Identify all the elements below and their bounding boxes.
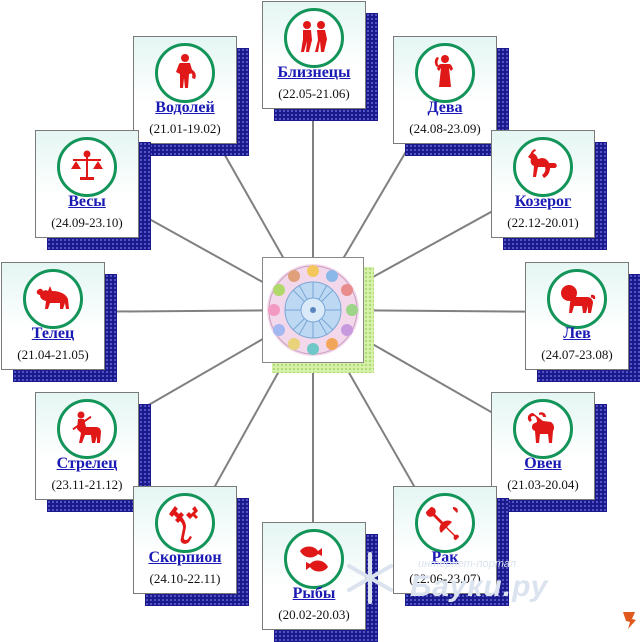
snowflake-icon <box>347 552 393 604</box>
card-face: Козерог (22.12-20.01) <box>491 130 595 238</box>
center-card-face <box>262 257 364 363</box>
sign-card-scorpio: Скорпион (24.10-22.11) <box>133 486 249 606</box>
zodiac-wheel-icon <box>267 264 359 356</box>
sign-dates-aquarius: (21.01-19.02) <box>149 121 221 136</box>
sign-card-sagittarius: Стрелец (23.11-21.12) <box>35 392 151 512</box>
sign-dates-leo: (24.07-23.08) <box>541 347 613 362</box>
sign-card-capricorn: Козерог (22.12-20.01) <box>491 130 607 250</box>
sign-dates-scorpio: (24.10-22.11) <box>149 571 221 586</box>
taurus-icon <box>23 269 83 329</box>
sign-dates-aries: (21.03-20.04) <box>507 477 579 492</box>
sign-dates-cancer: (22.06-23.07) <box>409 571 481 586</box>
sign-link-capricorn[interactable]: Козерог <box>514 193 572 210</box>
libra-icon <box>57 137 117 197</box>
aquarius-icon <box>155 43 215 103</box>
sign-link-virgo[interactable]: Дева <box>427 99 463 116</box>
sign-link-leo[interactable]: Лев <box>563 325 591 342</box>
card-face: Лев (24.07-23.08) <box>525 262 629 370</box>
sign-card-taurus: Телец (21.04-21.05) <box>1 262 117 382</box>
sign-dates-sagittarius: (23.11-21.12) <box>51 477 123 492</box>
card-face: Дева (24.08-23.09) <box>393 36 497 144</box>
sign-link-libra[interactable]: Весы <box>68 193 106 210</box>
card-face: Стрелец (23.11-21.12) <box>35 392 139 500</box>
sign-dates-capricorn: (22.12-20.01) <box>507 215 579 230</box>
sign-card-libra: Весы (24.09-23.10) <box>35 130 151 250</box>
sign-link-pisces[interactable]: Рыбы <box>292 585 336 602</box>
card-face: Близнецы (22.05-21.06) <box>262 1 366 109</box>
sign-card-aquarius: Водолей (21.01-19.02) <box>133 36 249 156</box>
sign-link-taurus[interactable]: Телец <box>31 325 75 342</box>
sign-link-gemini[interactable]: Близнецы <box>277 64 351 81</box>
card-face: Весы (24.09-23.10) <box>35 130 139 238</box>
gemini-icon <box>284 8 344 68</box>
leo-icon <box>547 269 607 329</box>
sign-card-cancer: Рак (22.06-23.07) <box>393 486 509 606</box>
sign-dates-virgo: (24.08-23.09) <box>409 121 481 136</box>
sign-link-sagittarius[interactable]: Стрелец <box>56 455 118 472</box>
sign-link-scorpio[interactable]: Скорпион <box>148 549 222 566</box>
card-face: Овен (21.03-20.04) <box>491 392 595 500</box>
card-face: Телец (21.04-21.05) <box>1 262 105 370</box>
sign-link-aries[interactable]: Овен <box>524 455 562 472</box>
scorpio-icon <box>155 493 215 553</box>
sign-card-pisces: Рыбы (20.02-20.03) <box>262 522 378 642</box>
sign-link-aquarius[interactable]: Водолей <box>155 99 215 116</box>
sign-dates-pisces: (20.02-20.03) <box>278 607 350 622</box>
watermark-text: Бауки.ру <box>410 570 549 603</box>
virgo-icon <box>415 43 475 103</box>
sign-dates-gemini: (22.05-21.06) <box>278 86 350 101</box>
cancer-icon <box>415 493 475 553</box>
pisces-icon <box>284 529 344 589</box>
card-face: Водолей (21.01-19.02) <box>133 36 237 144</box>
sign-card-gemini: Близнецы (22.05-21.06) <box>262 1 378 121</box>
center-card <box>262 257 374 373</box>
sign-card-virgo: Дева (24.08-23.09) <box>393 36 509 156</box>
capricorn-icon <box>513 137 573 197</box>
sign-card-leo: Лев (24.07-23.08) <box>525 262 640 382</box>
sign-card-aries: Овен (21.03-20.04) <box>491 392 607 512</box>
aries-icon <box>513 399 573 459</box>
card-face: Скорпион (24.10-22.11) <box>133 486 237 594</box>
sagittarius-icon <box>57 399 117 459</box>
sign-dates-taurus: (21.04-21.05) <box>17 347 89 362</box>
watermark: интернет-портал Бауки.ру <box>340 548 600 608</box>
watermark-subtitle: интернет-портал <box>418 558 516 570</box>
sign-dates-libra: (24.09-23.10) <box>51 215 123 230</box>
card-face: Рак (22.06-23.07) <box>393 486 497 594</box>
sign-link-cancer[interactable]: Рак <box>431 549 459 566</box>
logo-icon <box>623 612 636 629</box>
